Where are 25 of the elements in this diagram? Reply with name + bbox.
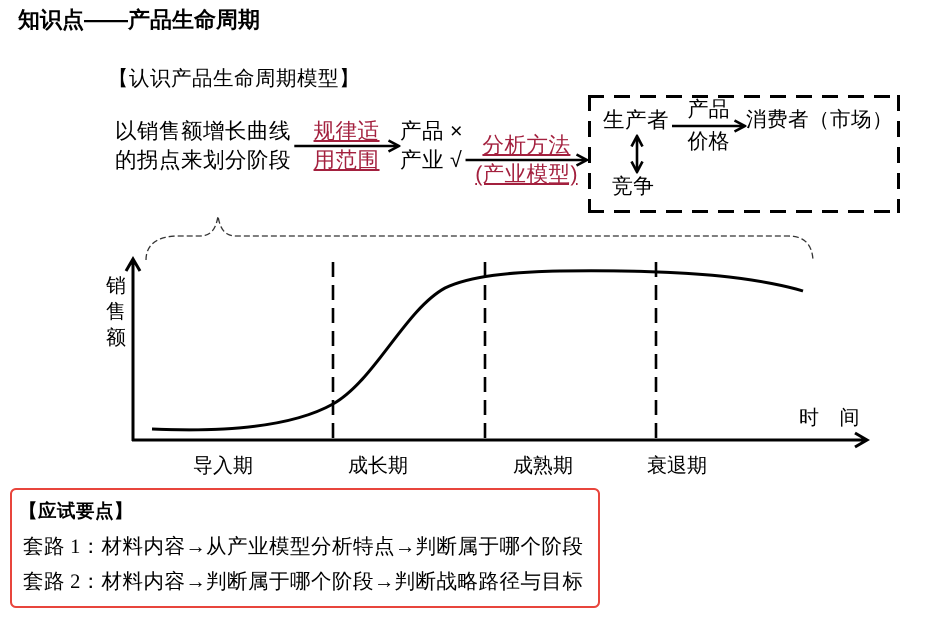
section-heading: 【认识产品生命周期模型】 <box>108 66 360 92</box>
axis-label: 销售额 <box>106 274 127 351</box>
edge-label: 产品价格 <box>686 97 731 155</box>
double-arrow <box>630 134 644 174</box>
stage-label: 衰退期 <box>647 454 707 479</box>
title: 知识点——产品生命周期 <box>18 6 260 34</box>
node-text: 竞争 <box>612 173 654 201</box>
dashed-frame <box>588 95 900 213</box>
note-heading: 【应试要点】 <box>18 499 134 523</box>
node-text: 产品 × 产业 √ <box>400 117 463 175</box>
edge-label: 分析方法(产业模型) <box>474 132 579 188</box>
arrow <box>466 153 588 167</box>
node-text: 以销售额增长曲线的拐点来划分阶段 <box>115 117 292 175</box>
stage-label: 成长期 <box>348 454 408 479</box>
edge-label: 规律适用范围 <box>312 118 381 174</box>
note-box <box>10 488 600 608</box>
arrow <box>294 139 400 153</box>
stage-label: 成熟期 <box>513 454 573 479</box>
arrow <box>672 119 746 133</box>
note-line: 套路 2：材料内容→判断属于哪个阶段→判断战略路径与目标 <box>22 570 584 595</box>
node-text: 消费者（市场） <box>746 106 893 134</box>
stage-label: 导入期 <box>193 454 253 479</box>
axis-label: 时 间 <box>799 406 860 431</box>
node-text: 生产者 <box>603 106 669 134</box>
note-line: 套路 1：材料内容→从产业模型分析特点→判断属于哪个阶段 <box>22 534 584 560</box>
